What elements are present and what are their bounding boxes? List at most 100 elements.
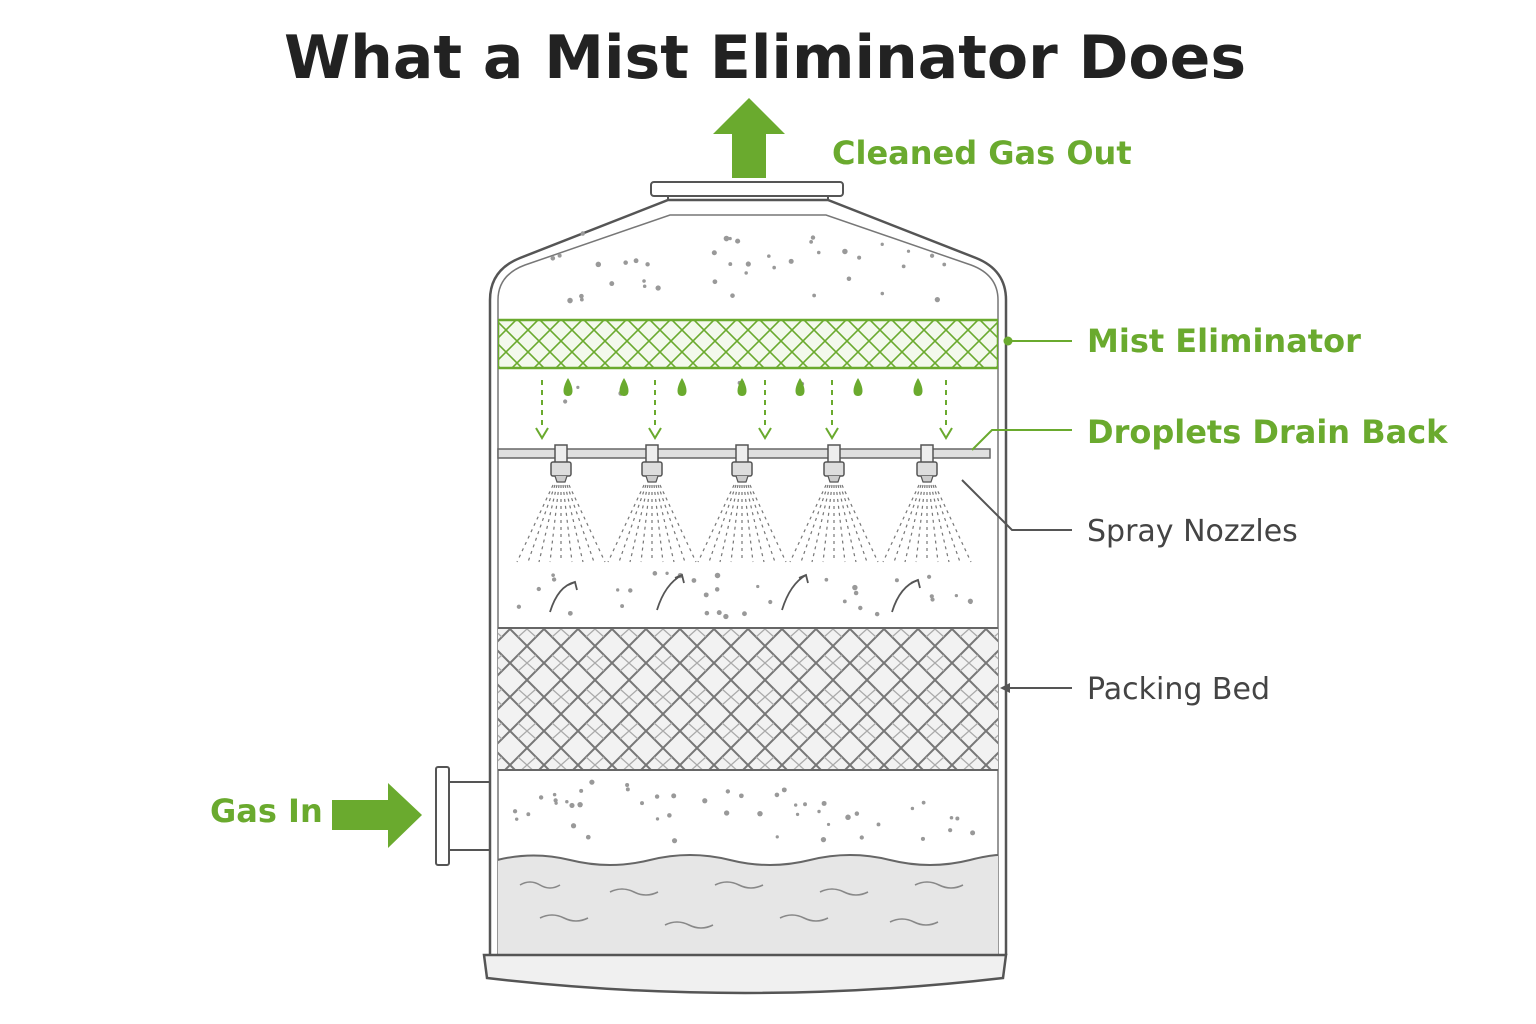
gas-particle	[852, 584, 858, 591]
gas-particle	[616, 588, 620, 592]
gas-particle	[702, 798, 708, 804]
spray-nozzles-group	[516, 444, 972, 563]
spray-line	[730, 484, 741, 563]
gas-particle	[551, 573, 555, 577]
gas-particle	[665, 571, 669, 575]
gas-particle	[921, 800, 926, 805]
gas-particle	[550, 255, 556, 261]
gas-particle	[704, 610, 710, 616]
mist-eliminator-mesh	[498, 318, 998, 370]
gas-particle	[728, 262, 733, 266]
gas-particle	[824, 577, 829, 582]
spray-line	[841, 484, 879, 563]
spray-nozzle	[607, 444, 697, 563]
droplet-icon	[619, 378, 629, 396]
gas-particle	[569, 802, 575, 809]
gas-particle	[579, 788, 584, 793]
spray-line	[659, 484, 697, 563]
spray-line	[745, 484, 765, 563]
gas-particle	[756, 584, 760, 589]
gas-particle	[536, 586, 541, 592]
spray-line	[629, 484, 649, 563]
gas-particle	[781, 787, 787, 793]
gas-particle	[595, 261, 602, 268]
gas-particle	[820, 837, 827, 843]
gas-particle	[739, 793, 744, 799]
gas-particle	[585, 834, 591, 840]
vessel-inner-wall	[497, 214, 999, 955]
spray-line	[789, 484, 827, 563]
gas-particle	[968, 600, 973, 605]
gas-particle	[920, 836, 926, 841]
spray-line	[516, 484, 554, 563]
spray-line	[835, 484, 846, 563]
gas-particle	[730, 293, 735, 298]
spray-line	[930, 484, 950, 563]
gas-particle	[812, 293, 817, 298]
gas-particle	[567, 610, 573, 616]
gas-particle	[654, 794, 660, 799]
gas-particle	[930, 597, 935, 602]
gas-particle	[795, 812, 800, 817]
drain-arrowhead	[535, 427, 549, 440]
gas-particle	[842, 599, 847, 604]
droplets-label: Droplets Drain Back	[1087, 413, 1448, 451]
droplet-icon	[677, 378, 687, 396]
spray-line	[749, 484, 787, 563]
spray-line	[811, 484, 831, 563]
drain-arrowhead	[648, 427, 662, 440]
page-title: What a Mist Eliminator Does	[284, 23, 1246, 93]
spray-line	[837, 484, 857, 563]
gas-particle	[803, 802, 807, 807]
gas-particle	[880, 242, 884, 246]
gas-particle	[901, 264, 906, 269]
droplets-group	[535, 378, 953, 440]
gas-in-label: Gas In	[210, 792, 323, 830]
gas-particle	[671, 838, 678, 844]
gas-particle	[514, 817, 519, 821]
droplet-icon	[563, 378, 573, 396]
gas-particle	[955, 816, 960, 821]
droplet-icon	[737, 378, 747, 396]
gas-particle	[642, 284, 647, 288]
spray-nozzle	[516, 444, 606, 563]
gas-particle	[640, 801, 644, 806]
gas-particle	[745, 261, 751, 267]
gas-particle	[553, 798, 558, 803]
arrow-right-icon	[332, 783, 422, 848]
spray-line	[934, 484, 972, 563]
outlet-flange	[650, 181, 844, 197]
gas-particle	[906, 249, 911, 253]
gas-particle	[655, 285, 661, 291]
gas-flow-arrowhead	[910, 578, 921, 589]
gas-particle	[874, 611, 880, 617]
gas-particle	[625, 783, 630, 788]
droplets-leader	[971, 429, 1072, 451]
gas-particle	[577, 801, 583, 808]
gas-particle	[512, 809, 518, 814]
inlet-pipe	[449, 781, 490, 851]
gas-particle	[842, 248, 848, 255]
spray-line	[915, 484, 926, 563]
droplet-icon	[795, 378, 805, 396]
liquid-sump	[498, 854, 998, 955]
gas-particle	[775, 835, 779, 839]
liquid-ripples	[519, 881, 964, 929]
gas-particle	[942, 262, 947, 267]
packing-leader-arrowhead	[1000, 683, 1010, 693]
spray-line	[607, 484, 645, 563]
gas-particle	[768, 599, 773, 605]
gas-particle	[714, 572, 721, 579]
gas-particle	[788, 258, 794, 264]
gas-particle	[655, 817, 660, 821]
gas-out-label: Cleaned Gas Out	[832, 134, 1132, 172]
nozzles-label: Spray Nozzles	[1087, 514, 1298, 549]
gas-particle	[565, 799, 569, 804]
gas-particle	[579, 293, 584, 299]
gas-particle	[723, 235, 730, 242]
gas-particle	[810, 235, 816, 240]
packing-bed	[498, 628, 998, 770]
spray-nozzle	[882, 444, 972, 563]
spray-line	[640, 484, 651, 563]
gas-particle	[876, 822, 881, 827]
